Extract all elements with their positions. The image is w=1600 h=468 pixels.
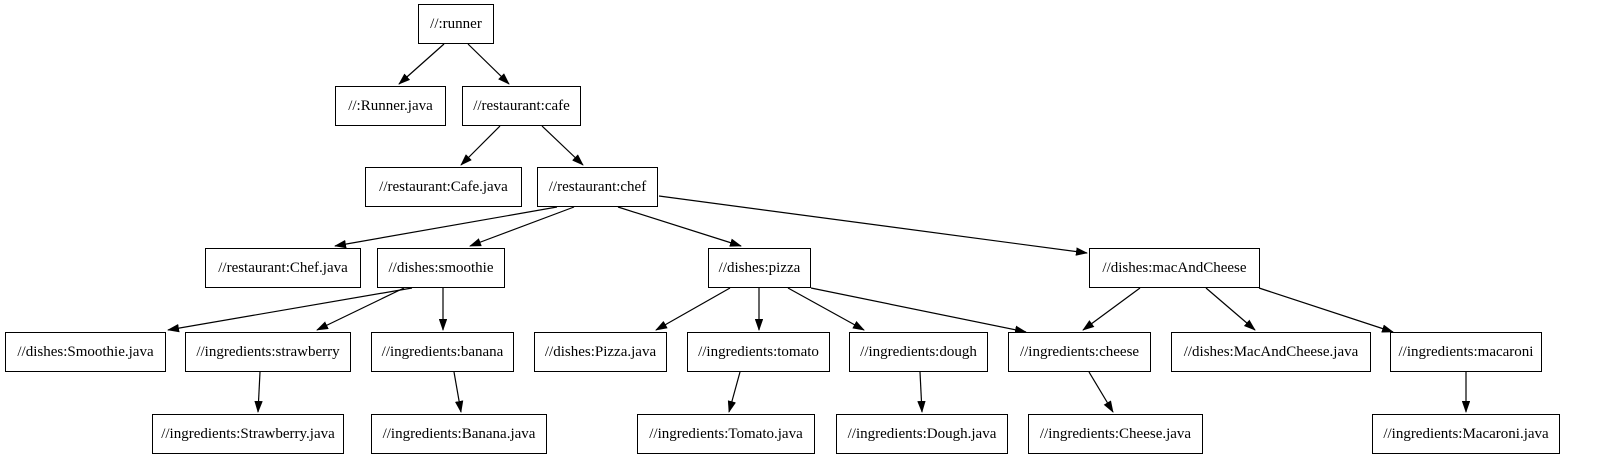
edge-runner-to-restaurant_cafe [467,43,510,85]
node-ing_cheese[interactable]: //ingredients:cheese [1008,332,1151,372]
node-label-cafe_java: //restaurant:Cafe.java [379,178,508,195]
node-runner[interactable]: //:runner [418,4,494,44]
node-restaurant_chef[interactable]: //restaurant:chef [537,167,658,207]
node-smoothie_java[interactable]: //dishes:Smoothie.java [5,332,166,372]
node-label-restaurant_cafe: //restaurant:cafe [473,97,570,114]
node-label-ing_dough: //ingredients:dough [860,343,977,360]
edge-ing_tomato-to-tomato_java [727,371,741,413]
edge-restaurant_chef-to-dishes_pizza [617,206,742,247]
node-label-ing_macaroni: //ingredients:macaroni [1398,343,1534,360]
node-macandcheese_java[interactable]: //dishes:MacAndCheese.java [1171,332,1371,372]
node-label-dishes_smoothie: //dishes:smoothie [388,259,494,276]
edge-dishes_smoothie-to-smoothie_java [167,287,413,333]
node-tomato_java[interactable]: //ingredients:Tomato.java [637,414,815,454]
edge-ing_banana-to-banana_java [453,371,464,413]
edge-dishes_smoothie-to-ing_strawberry [316,287,405,331]
edge-dishes_pizza-to-ing_cheese [810,287,1027,334]
edge-ing_strawberry-to-strawberry_java [254,371,263,413]
node-label-restaurant_chef: //restaurant:chef [548,178,647,195]
node-label-smoothie_java: //dishes:Smoothie.java [17,343,154,360]
node-ing_dough[interactable]: //ingredients:dough [849,332,988,372]
node-dishes_macandchees[interactable]: //dishes:macAndCheese [1089,248,1260,288]
edge-restaurant_cafe-to-restaurant_chef [541,125,584,166]
node-pizza_java[interactable]: //dishes:Pizza.java [534,332,667,372]
edge-restaurant_chef-to-dishes_macandchees [658,195,1088,256]
node-label-pizza_java: //dishes:Pizza.java [544,343,657,360]
edge-dishes_macandchees-to-macandcheese_java [1205,287,1256,331]
edge-runner-to-runner_java [398,43,445,85]
node-strawberry_java[interactable]: //ingredients:Strawberry.java [152,414,344,454]
edge-ing_cheese-to-cheese_java [1088,371,1114,413]
node-chef_java[interactable]: //restaurant:Chef.java [205,248,361,288]
node-label-strawberry_java: //ingredients:Strawberry.java [161,425,335,442]
node-banana_java[interactable]: //ingredients:Banana.java [371,414,547,454]
node-label-ing_cheese: //ingredients:cheese [1019,343,1140,360]
node-label-banana_java: //ingredients:Banana.java [382,425,536,442]
node-label-ing_banana: //ingredients:banana [381,343,504,360]
node-label-tomato_java: //ingredients:Tomato.java [649,425,803,442]
edge-dishes_macandchees-to-ing_macaroni [1258,287,1394,333]
node-label-dishes_pizza: //dishes:pizza [718,259,801,276]
node-restaurant_cafe[interactable]: //restaurant:cafe [462,86,581,126]
node-dough_java[interactable]: //ingredients:Dough.java [836,414,1008,454]
edge-ing_dough-to-dough_java [917,371,926,413]
node-cheese_java[interactable]: //ingredients:Cheese.java [1028,414,1203,454]
node-macaroni_java[interactable]: //ingredients:Macaroni.java [1372,414,1560,454]
node-dishes_smoothie[interactable]: //dishes:smoothie [377,248,505,288]
node-ing_banana[interactable]: //ingredients:banana [371,332,514,372]
node-runner_java[interactable]: //:Runner.java [335,86,446,126]
node-label-ing_strawberry: //ingredients:strawberry [196,343,340,360]
edge-restaurant_chef-to-dishes_smoothie [469,206,575,247]
edge-dishes_pizza-to-pizza_java [655,287,731,331]
node-label-runner: //:runner [430,15,482,32]
node-label-dishes_macandchees: //dishes:macAndCheese [1102,259,1247,276]
node-ing_macaroni[interactable]: //ingredients:macaroni [1390,332,1542,372]
node-label-cheese_java: //ingredients:Cheese.java [1039,425,1192,442]
node-label-dough_java: //ingredients:Dough.java [847,425,997,442]
node-dishes_pizza[interactable]: //dishes:pizza [708,248,811,288]
node-label-macandcheese_java: //dishes:MacAndCheese.java [1183,343,1359,360]
node-cafe_java[interactable]: //restaurant:Cafe.java [365,167,522,207]
edge-restaurant_chef-to-chef_java [334,206,558,249]
node-label-macaroni_java: //ingredients:Macaroni.java [1383,425,1549,442]
node-label-runner_java: //:Runner.java [348,97,433,114]
node-ing_tomato[interactable]: //ingredients:tomato [687,332,830,372]
node-label-ing_tomato: //ingredients:tomato [698,343,819,360]
node-ing_strawberry[interactable]: //ingredients:strawberry [185,332,351,372]
edge-dishes_pizza-to-ing_dough [787,287,865,331]
node-label-chef_java: //restaurant:Chef.java [218,259,348,276]
edge-restaurant_cafe-to-cafe_java [460,125,501,166]
edge-dishes_macandchees-to-ing_cheese [1082,287,1141,331]
